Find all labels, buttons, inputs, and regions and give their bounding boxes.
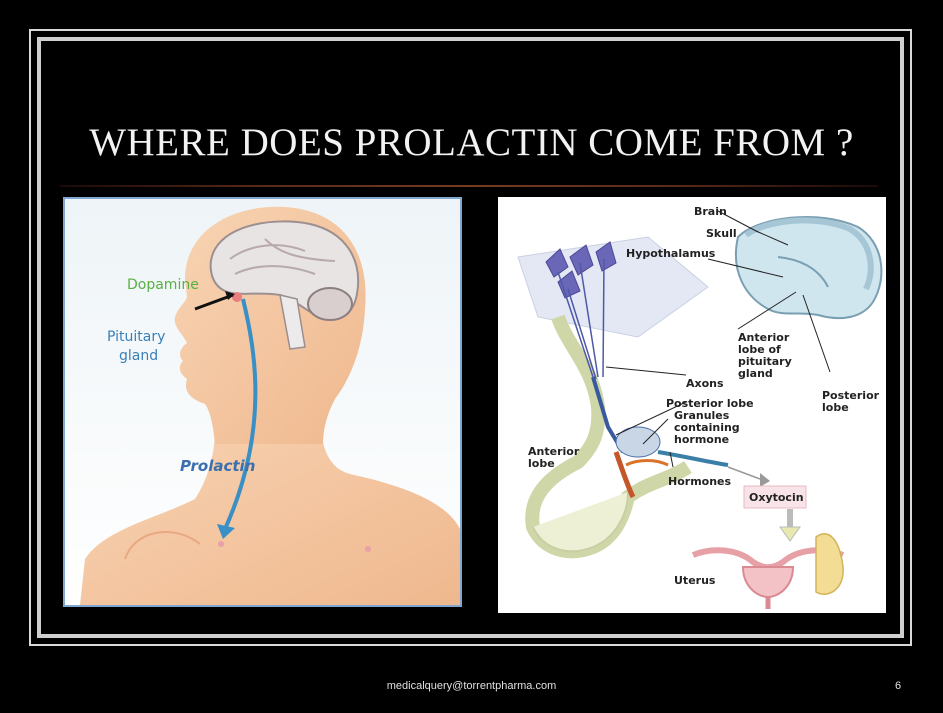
right-figure-panel: Brain Skull Hypothalamus Anterior lobe o… [498,197,886,613]
pituitary-label-line1: Pituitary [107,329,165,345]
posterior-lobe-label-2: lobe [822,401,849,414]
footer-email: medicalquery@torrentpharma.com [0,680,943,692]
anterior-lobe-label-2: lobe [528,457,555,470]
granules-label-3: hormone [674,433,729,446]
title-divider [60,185,878,187]
slide-title: WHERE DOES PROLACTIN COME FROM ? [40,120,903,165]
anterior-pituitary-label-4: gland [738,367,773,380]
hormones-label: Hormones [668,475,731,488]
hypothalamus-label: Hypothalamus [626,247,716,260]
pituitary-label-line2: gland [119,348,158,364]
brain-label: Brain [694,205,727,218]
oxytocin-label: Oxytocin [749,491,804,504]
pituitary-anatomy-diagram: Brain Skull Hypothalamus Anterior lobe o… [498,197,886,613]
head-torso-illustration: Dopamine Pituitary gland Prolactin [65,199,460,605]
slide-page-number: 6 [895,680,901,692]
dopamine-label: Dopamine [127,277,199,293]
axons-label: Axons [686,377,724,390]
skull-label: Skull [706,227,737,240]
prolactin-label: Prolactin [180,457,255,475]
uterus-label: Uterus [674,574,716,587]
left-figure-panel: Dopamine Pituitary gland Prolactin [63,197,462,607]
